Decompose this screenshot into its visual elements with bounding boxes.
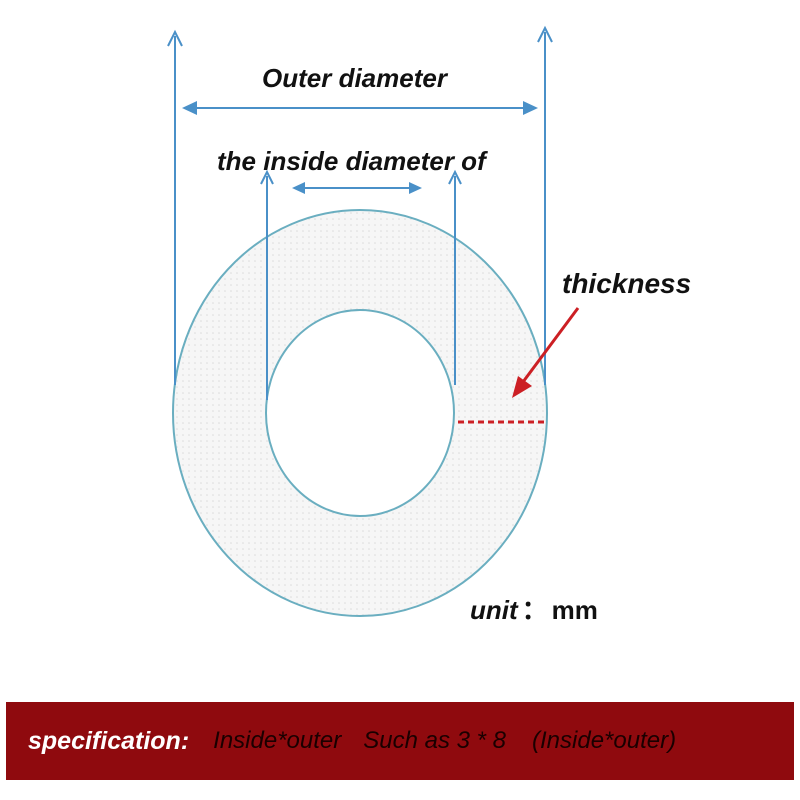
specification-value: Inside*outer (213, 727, 342, 754)
washer-ring (171, 209, 549, 617)
unit-separator: ： (521, 595, 548, 625)
inside-diameter-label: the inside diameter of (217, 146, 486, 176)
thickness-pointer-arrowhead (512, 376, 532, 398)
washer-diagram (167, 25, 580, 617)
outer-diameter-arrowhead-left (182, 101, 197, 115)
outer-diameter-label: Outer diameter (262, 63, 447, 93)
unit-label: unit：mm (470, 590, 598, 627)
outer-left-extension-arrowhead (167, 29, 183, 47)
specification-label: specification: (28, 726, 190, 755)
inside-diameter-arrowhead-right (409, 182, 422, 194)
specification-example: Such as 3 * 8 (363, 727, 507, 754)
thickness-pointer-arrow (518, 307, 580, 387)
outer-diameter-arrowhead-right (523, 101, 538, 115)
specification-banner: specification: Inside*outer Such as 3 * … (6, 702, 794, 780)
inside-diameter-arrowhead-left (292, 182, 305, 194)
outer-right-extension-arrowhead (537, 25, 553, 43)
inner-right-extension-arrowhead (448, 169, 462, 185)
inner-left-extension-arrowhead (260, 169, 274, 185)
specification-parenthetical: (Inside*outer) (532, 727, 677, 754)
unit-value: mm (551, 595, 598, 625)
unit-word: unit (470, 595, 518, 625)
thickness-label: thickness (562, 268, 692, 299)
